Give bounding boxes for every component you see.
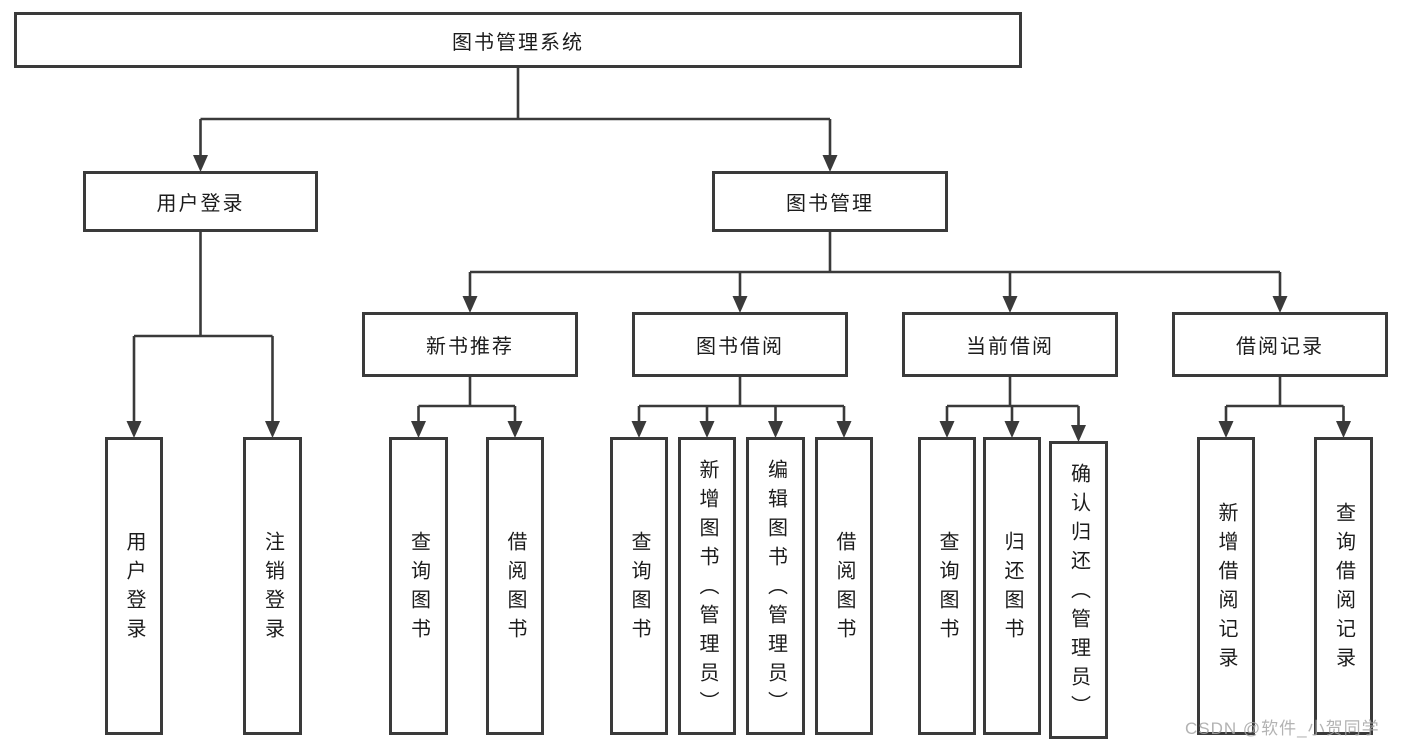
node-return-books: 归还图书 bbox=[983, 437, 1041, 735]
csdn-watermark: CSDN @软件_小贺同学 bbox=[1185, 719, 1380, 738]
arrowhead bbox=[699, 421, 715, 438]
arrowhead bbox=[507, 421, 523, 438]
node-user-login: 用户登录 bbox=[105, 437, 163, 735]
node-logout: 注销登录 bbox=[243, 437, 302, 735]
node-query-books-b: 查询图书 bbox=[610, 437, 668, 735]
arrowhead bbox=[1002, 296, 1018, 313]
arrowhead bbox=[939, 421, 955, 438]
arrowhead bbox=[1004, 421, 1020, 438]
arrowhead bbox=[631, 421, 647, 438]
node-edit-book-admin: 编辑图书（管理员） bbox=[746, 437, 805, 735]
arrowhead bbox=[1272, 296, 1288, 313]
node-confirm-return-admin: 确认归还（管理员） bbox=[1049, 441, 1108, 739]
arrowhead bbox=[732, 296, 748, 313]
node-book-management: 图书管理 bbox=[712, 171, 948, 232]
node-borrowing-records: 借阅记录 bbox=[1172, 312, 1388, 377]
node-add-book-admin: 新增图书（管理员） bbox=[678, 437, 736, 735]
arrowhead bbox=[193, 155, 208, 172]
node-current-borrowing: 当前借阅 bbox=[902, 312, 1118, 377]
arrowhead bbox=[411, 421, 426, 438]
node-borrow-books-a: 借阅图书 bbox=[486, 437, 544, 735]
node-library-system: 图书管理系统 bbox=[14, 12, 1022, 68]
arrowhead bbox=[265, 421, 280, 438]
arrowhead bbox=[462, 296, 478, 313]
node-book-borrowing: 图书借阅 bbox=[632, 312, 848, 377]
node-query-books-c: 查询图书 bbox=[918, 437, 976, 735]
node-new-book-recommendation: 新书推荐 bbox=[362, 312, 578, 377]
node-user-login-branch: 用户登录 bbox=[83, 171, 318, 232]
node-borrow-books-b: 借阅图书 bbox=[815, 437, 873, 735]
node-add-borrow-record: 新增借阅记录 bbox=[1197, 437, 1255, 735]
node-query-books-a: 查询图书 bbox=[389, 437, 448, 735]
arrowhead bbox=[822, 155, 838, 172]
arrowhead bbox=[126, 421, 142, 438]
arrowhead bbox=[1071, 425, 1086, 442]
arrowhead bbox=[768, 421, 783, 438]
arrowhead bbox=[1336, 421, 1351, 438]
arrowhead bbox=[836, 421, 852, 438]
node-query-borrow-record: 查询借阅记录 bbox=[1314, 437, 1373, 735]
arrowhead bbox=[1218, 421, 1234, 438]
